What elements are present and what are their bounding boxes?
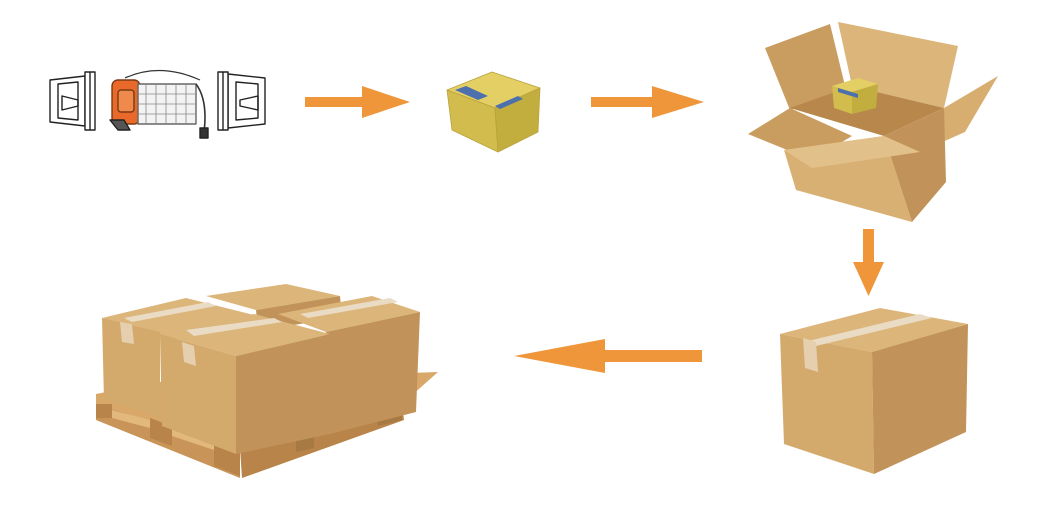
- arrow-right-2: [591, 86, 704, 118]
- sealed-carton-icon: [780, 308, 968, 474]
- arrow-right-1: [305, 86, 410, 118]
- pallet-with-cartons-icon: [96, 284, 438, 478]
- lamp-body: [109, 69, 209, 139]
- lamp-with-brackets-icon: [49, 69, 266, 139]
- arrow-down: [853, 229, 884, 296]
- small-product-box-icon: [446, 71, 541, 153]
- arrow-left: [514, 339, 702, 373]
- open-carton-icon: [748, 22, 998, 222]
